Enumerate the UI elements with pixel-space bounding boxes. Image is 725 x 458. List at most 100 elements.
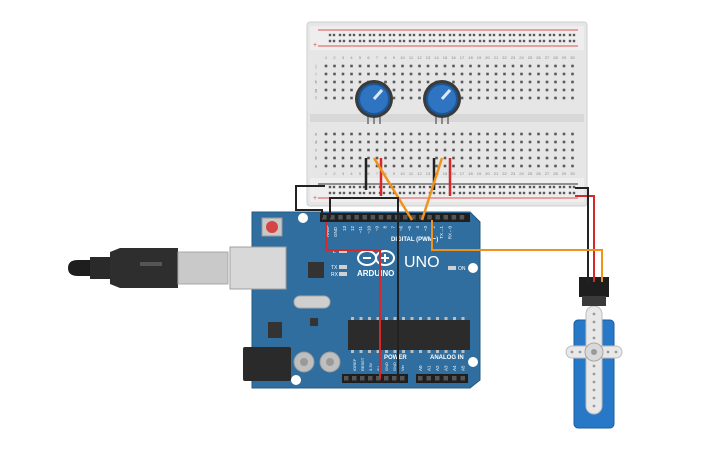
breadboard-hole[interactable] [418,64,421,68]
breadboard-hole[interactable] [418,132,421,136]
breadboard-hole[interactable] [554,72,557,76]
digital-header-hole[interactable] [378,215,384,220]
rail-hole[interactable] [458,191,462,195]
breadboard-hole[interactable] [375,132,379,136]
rail-hole[interactable] [478,185,482,189]
rail-hole[interactable] [558,39,562,43]
breadboard-hole[interactable] [401,148,404,152]
breadboard-hole[interactable] [537,72,540,76]
breadboard-hole[interactable] [452,156,455,160]
rail-hole[interactable] [472,191,476,195]
breadboard-hole[interactable] [554,164,557,168]
rail-hole[interactable] [572,191,576,195]
rail-hole[interactable] [508,191,512,195]
rail-hole[interactable] [518,39,522,43]
breadboard-hole[interactable] [520,64,523,68]
rail-hole[interactable] [392,185,396,189]
breadboard-hole[interactable] [545,96,549,100]
rail-hole[interactable] [338,191,342,195]
breadboard-hole[interactable] [554,156,557,160]
breadboard-hole[interactable] [358,72,362,76]
breadboard-hole[interactable] [503,96,506,100]
rail-hole[interactable] [418,33,422,37]
breadboard-hole[interactable] [324,156,328,160]
rail-hole[interactable] [542,191,546,195]
rail-hole[interactable] [568,191,572,195]
breadboard-hole[interactable] [528,148,532,152]
breadboard-hole[interactable] [375,156,379,160]
power-header-hole[interactable] [352,376,357,381]
breadboard-hole[interactable] [409,72,413,76]
breadboard-hole[interactable] [324,148,328,152]
breadboard-hole[interactable] [520,140,523,144]
rail-hole[interactable] [512,39,516,43]
breadboard-hole[interactable] [511,164,515,168]
power-header-hole[interactable] [384,376,389,381]
rail-hole[interactable] [538,33,542,37]
breadboard-hole[interactable] [511,140,515,144]
rail-hole[interactable] [552,185,556,189]
breadboard-hole[interactable] [418,80,421,84]
breadboard-hole[interactable] [426,140,430,144]
breadboard-hole[interactable] [571,140,574,144]
breadboard-hole[interactable] [469,80,472,84]
digital-header-hole[interactable] [370,215,376,220]
rail-hole[interactable] [462,33,466,37]
breadboard-hole[interactable] [562,96,566,100]
rail-hole[interactable] [562,185,566,189]
breadboard-hole[interactable] [503,140,506,144]
rail-hole[interactable] [498,185,502,189]
breadboard-hole[interactable] [358,156,362,160]
rail-hole[interactable] [412,39,416,43]
rail-hole[interactable] [568,33,572,37]
breadboard-hole[interactable] [418,96,421,100]
breadboard-hole[interactable] [571,132,574,136]
breadboard-hole[interactable] [520,164,523,168]
rail-hole[interactable] [358,185,362,189]
analog-header-hole[interactable] [426,376,432,381]
rail-hole[interactable] [538,185,542,189]
breadboard-hole[interactable] [511,132,515,136]
rail-hole[interactable] [422,191,426,195]
breadboard-hole[interactable] [494,64,498,68]
rail-hole[interactable] [502,185,506,189]
breadboard-hole[interactable] [562,80,566,84]
rail-hole[interactable] [398,185,402,189]
rail-hole[interactable] [352,185,356,189]
breadboard-hole[interactable] [409,96,413,100]
wire-orange-pot-left[interactable] [372,157,414,221]
rail-hole[interactable] [392,33,396,37]
breadboard-hole[interactable] [460,140,464,144]
analog-header-hole[interactable] [435,376,440,381]
breadboard-hole[interactable] [571,64,574,68]
breadboard-hole[interactable] [435,148,438,152]
rail-hole[interactable] [558,185,562,189]
breadboard-hole[interactable] [443,140,447,144]
breadboard-hole[interactable] [409,64,413,68]
digital-header-hole[interactable] [322,215,327,220]
rail-hole[interactable] [342,33,346,37]
rail-hole[interactable] [542,33,546,37]
rail-hole[interactable] [382,39,386,43]
breadboard-hole[interactable] [520,156,523,160]
breadboard-hole[interactable] [486,96,489,100]
potentiometer-right[interactable] [423,80,461,124]
rail-hole[interactable] [352,191,356,195]
rail-hole[interactable] [568,39,572,43]
rail-hole[interactable] [492,185,496,189]
breadboard-hole[interactable] [520,80,523,84]
breadboard-hole[interactable] [443,132,447,136]
rail-hole[interactable] [408,191,412,195]
breadboard-hole[interactable] [469,132,472,136]
breadboard-hole[interactable] [503,164,506,168]
rail-hole[interactable] [552,191,556,195]
breadboard-hole[interactable] [392,148,396,152]
rail-hole[interactable] [328,185,332,189]
breadboard-hole[interactable] [333,140,336,144]
breadboard-hole[interactable] [418,164,421,168]
rail-hole[interactable] [478,39,482,43]
breadboard-hole[interactable] [426,64,430,68]
rail-hole[interactable] [372,39,376,43]
breadboard-hole[interactable] [367,140,370,144]
breadboard-hole[interactable] [333,88,336,92]
